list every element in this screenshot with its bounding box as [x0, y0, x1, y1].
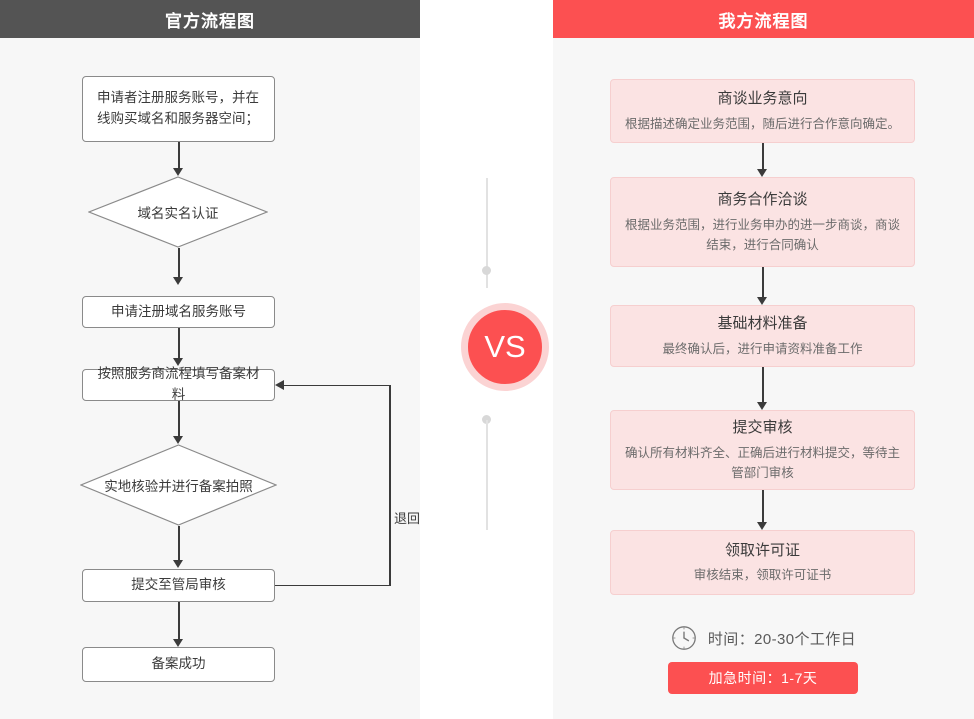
flow-arrow-3	[173, 328, 184, 366]
flow-card-arrow-1	[757, 143, 768, 177]
flow-card-arrow-2	[757, 267, 768, 305]
flow-node-filing-success[interactable]: 备案成功	[82, 647, 275, 682]
vs-dot-top	[482, 266, 491, 275]
flow-node-onsite-inspection[interactable]: 实地核验并进行备案拍照	[80, 444, 277, 526]
flow-arrow-6	[173, 602, 184, 647]
vs-line-bottom	[486, 420, 488, 530]
flow-card-receive-license[interactable]: 领取许可证 审核结束，领取许可证书	[610, 530, 915, 595]
flow-card-desc: 最终确认后，进行申请资料准备工作	[662, 341, 863, 356]
vs-badge-label: VS	[484, 329, 526, 364]
our-flow-body: 商谈业务意向 根据描述确定业务范围，随后进行合作意向确定。 商务合作洽谈 根据业…	[553, 38, 974, 719]
flow-node-submit-to-authority[interactable]: 提交至管局审核	[82, 569, 275, 602]
flow-arrow-2	[173, 248, 184, 285]
flow-arrow-1	[173, 142, 184, 176]
official-flow-body: 申请者注册服务账号，并在线购买域名和服务器空间； 域名实名认证 申请注册域名服务…	[0, 38, 420, 719]
vs-dot-bottom	[482, 415, 491, 424]
flow-card-business-intent[interactable]: 商谈业务意向 根据描述确定业务范围，随后进行合作意向确定。	[610, 79, 915, 143]
flow-card-desc: 确认所有材料齐全、正确后进行材料提交，等待主管部门审核	[625, 445, 901, 480]
flow-card-material-preparation[interactable]: 基础材料准备 最终确认后，进行申请资料准备工作	[610, 305, 915, 367]
processing-time-text: 时间：20-30个工作日	[707, 630, 857, 648]
flow-node-register-account[interactable]: 申请者注册服务账号，并在线购买域名和服务器空间；	[82, 76, 275, 142]
vs-badge: VS	[461, 303, 549, 391]
flow-node-domain-verification[interactable]: 域名实名认证	[88, 176, 268, 248]
flow-card-desc: 审核结束，领取许可证书	[693, 568, 832, 583]
flow-card-business-negotiation[interactable]: 商务合作洽谈 根据业务范围，进行业务申办的进一步商谈，商谈结束，进行合同确认	[610, 177, 915, 267]
flow-card-arrow-3	[757, 367, 768, 410]
flow-card-arrow-4	[757, 490, 768, 530]
processing-time-row: 时间：20-30个工作日	[553, 623, 974, 653]
flow-card-desc: 根据描述确定业务范围，随后进行合作意向确定。	[625, 116, 901, 131]
our-flow-header: 我方流程图	[553, 0, 974, 38]
versus-divider: VS	[420, 0, 553, 719]
flow-node-label: 实地核验并进行备案拍照	[104, 479, 253, 494]
flow-node-fill-filing-materials[interactable]: 按照服务商流程填写备案材料	[82, 366, 275, 402]
flow-return-loop-label: 退回	[394, 511, 421, 526]
flow-node-label: 申请者注册服务账号，并在线购买域名和服务器空间；	[97, 90, 259, 126]
diamond-shape-icon	[80, 444, 277, 526]
flow-card-desc: 根据业务范围，进行业务申办的进一步商谈，商谈结束，进行合同确认	[625, 217, 901, 252]
diamond-shape-icon	[88, 176, 268, 248]
flow-node-label: 提交至管局审核	[131, 577, 226, 593]
flow-card-title: 商务合作洽谈	[717, 191, 808, 209]
flow-node-label: 域名实名认证	[137, 206, 219, 221]
official-flow-panel: 官方流程图 申请者注册服务账号，并在线购买域名和服务器空间； 域名实名认证	[0, 0, 420, 719]
clock-icon	[672, 626, 696, 650]
flow-node-label: 备案成功	[151, 656, 206, 672]
flow-arrow-5	[173, 526, 184, 568]
vs-line-top	[486, 178, 488, 288]
flow-card-title: 基础材料准备	[717, 315, 808, 333]
flow-card-title: 商谈业务意向	[717, 90, 808, 108]
urgent-time-button[interactable]: 加急时间：1-7天	[668, 662, 858, 694]
flow-node-label: 按照服务商流程填写备案材料	[97, 366, 260, 402]
flow-card-title: 领取许可证	[724, 541, 800, 559]
our-flow-panel: 我方流程图 商谈业务意向 根据描述确定业务范围，随后进行合作意向确定。 商务合作…	[553, 0, 974, 719]
flow-card-submit-review[interactable]: 提交审核 确认所有材料齐全、正确后进行材料提交，等待主管部门审核	[610, 410, 915, 490]
flow-arrow-4	[173, 401, 184, 444]
flow-node-domain-service-account[interactable]: 申请注册域名服务账号	[82, 296, 275, 328]
flow-node-label: 申请注册域名服务账号	[111, 303, 246, 319]
official-flow-header: 官方流程图	[0, 0, 420, 38]
flow-card-title: 提交审核	[732, 419, 793, 437]
